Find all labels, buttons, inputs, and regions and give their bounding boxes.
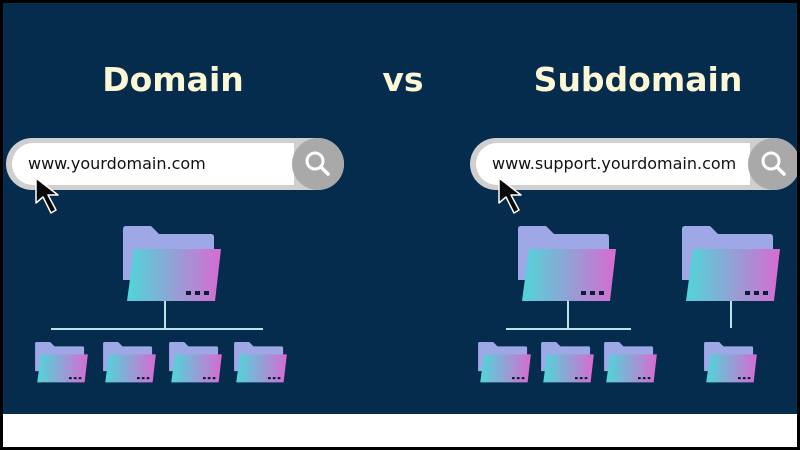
folder-icon — [123, 226, 221, 301]
search-input-area[interactable] — [12, 143, 294, 185]
folder-icon — [518, 226, 616, 301]
folder-icon — [35, 342, 88, 383]
tree-connector — [730, 300, 732, 328]
tree-connector — [506, 328, 631, 330]
cursor-arrow-icon — [35, 177, 59, 214]
folder-icon — [103, 342, 156, 383]
infographic-panel: Domain vs Subdomain www.yourdomain.com w… — [3, 3, 797, 414]
search-icon — [305, 151, 330, 176]
folder-icon — [682, 226, 780, 301]
folder-icon — [704, 342, 757, 383]
tree-connector — [51, 328, 263, 330]
cursor-arrow-icon — [498, 177, 522, 214]
folder-icon — [604, 342, 657, 383]
subdomain-search-bar[interactable]: www.support.yourdomain.com — [470, 138, 797, 190]
search-button[interactable] — [292, 138, 344, 190]
vs-label: vs — [382, 60, 424, 99]
folder-icon — [169, 342, 222, 383]
folder-icon — [541, 342, 594, 383]
domain-search-bar[interactable]: www.yourdomain.com — [6, 138, 344, 190]
search-input-area[interactable] — [476, 143, 750, 185]
folder-icon — [234, 342, 287, 383]
tree-connector — [567, 300, 569, 328]
domain-title: Domain — [102, 60, 244, 99]
tree-connector — [164, 300, 166, 328]
folder-icon — [478, 342, 531, 383]
subdomain-title: Subdomain — [533, 60, 743, 99]
search-button[interactable] — [748, 138, 797, 190]
domain-url-text: www.yourdomain.com — [28, 154, 206, 173]
search-icon — [761, 151, 786, 176]
subdomain-url-text: www.support.yourdomain.com — [492, 154, 737, 173]
bottom-strip — [3, 414, 797, 447]
